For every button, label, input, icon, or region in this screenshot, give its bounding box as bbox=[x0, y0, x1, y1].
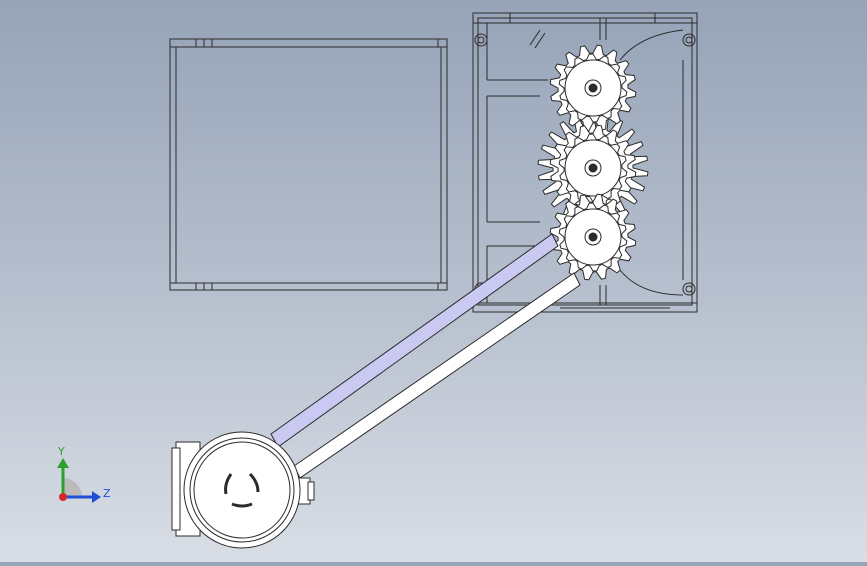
triad-plane-arc bbox=[63, 478, 82, 497]
y-axis-head bbox=[57, 458, 69, 468]
y-axis-label: Y bbox=[57, 445, 65, 458]
coordinate-triad[interactable]: Y Z bbox=[57, 445, 111, 503]
middle-gear-axle bbox=[588, 163, 598, 173]
triad-origin bbox=[59, 493, 67, 501]
top-gear-axle bbox=[588, 83, 598, 93]
gear-stack[interactable] bbox=[537, 44, 649, 281]
gearbox-housing[interactable] bbox=[472, 12, 698, 313]
left-housing[interactable] bbox=[169, 38, 448, 291]
z-axis-label: Z bbox=[103, 487, 111, 500]
drive-belts[interactable] bbox=[270, 233, 581, 479]
z-axis-head bbox=[92, 491, 101, 503]
bottom-gear-axle bbox=[588, 232, 598, 242]
drive-motor[interactable] bbox=[171, 431, 315, 549]
